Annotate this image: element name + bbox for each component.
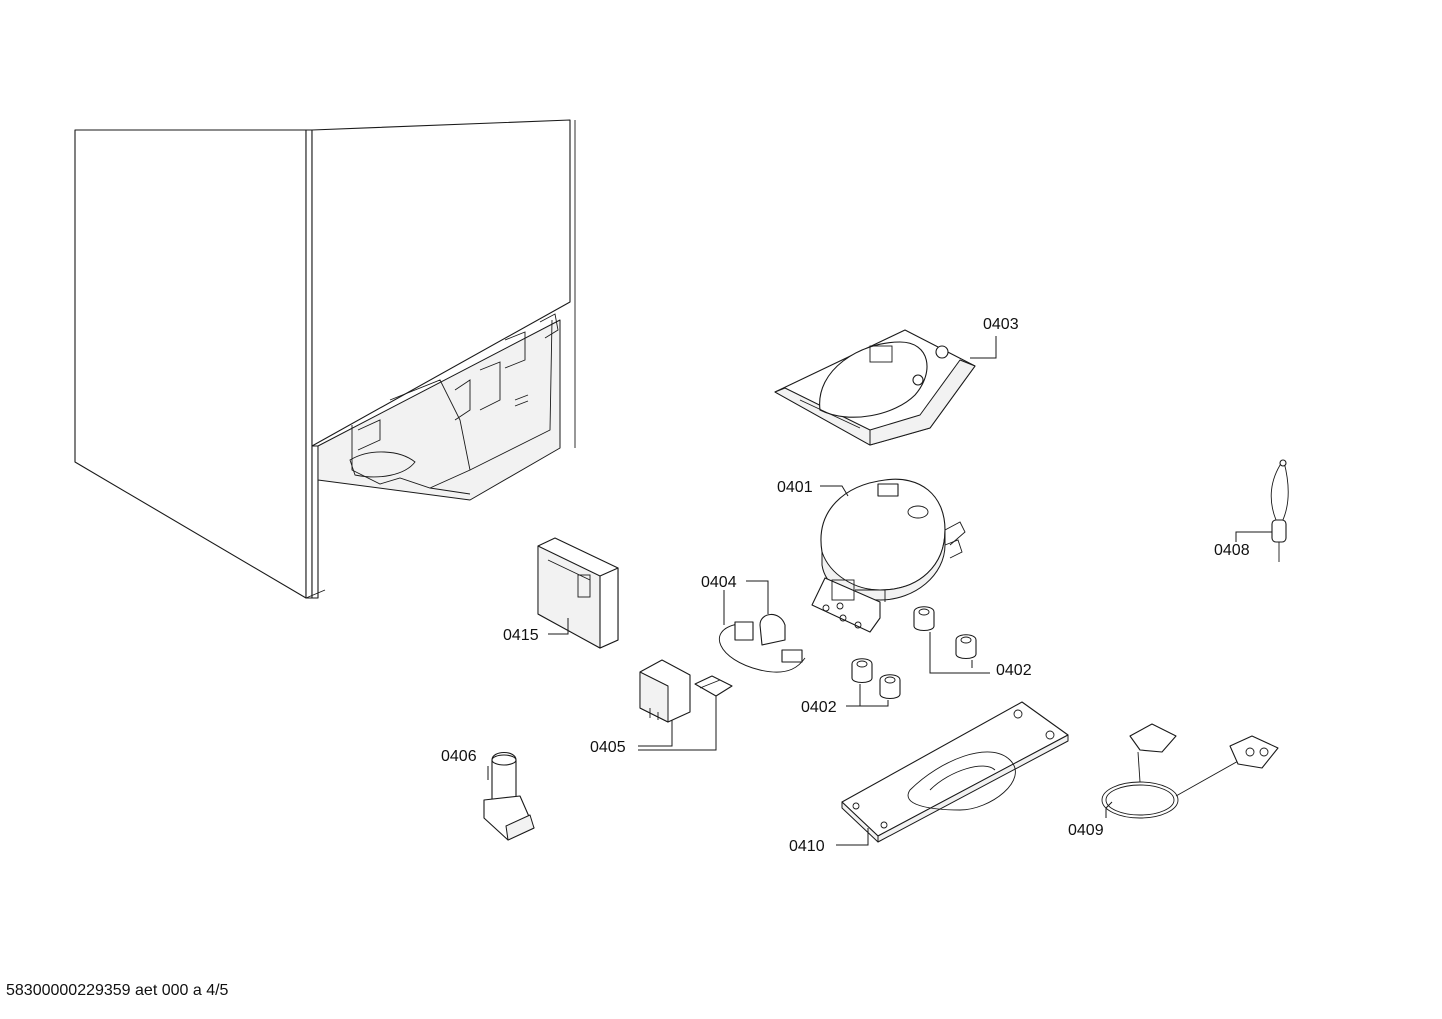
label-0410: 0410 <box>789 838 825 855</box>
label-0403: 0403 <box>983 316 1019 333</box>
leader-0402b <box>846 700 889 707</box>
leader-0404b <box>746 580 769 614</box>
part-0409-power-cord <box>1101 723 1279 819</box>
part-0410-base-plate <box>841 701 1069 843</box>
label-0408: 0408 <box>1214 542 1250 559</box>
part-0404-relay <box>718 613 806 673</box>
label-0405: 0405 <box>590 739 626 756</box>
leader-0403 <box>970 336 997 359</box>
label-0409: 0409 <box>1068 822 1104 839</box>
appliance-cabinet <box>74 119 576 599</box>
label-0404: 0404 <box>701 574 737 591</box>
document-footer-id: 58300000229359 aet 000 a 4/5 <box>6 982 229 999</box>
leader-0409 <box>1105 801 1113 818</box>
label-0406: 0406 <box>441 748 477 765</box>
part-0405-relay-cover <box>639 659 733 723</box>
label-0415: 0415 <box>503 627 539 644</box>
leader-0410 <box>836 828 869 846</box>
leader-0401 <box>820 485 849 497</box>
leader-0405 <box>638 720 673 747</box>
label-0402-left: 0402 <box>801 699 837 716</box>
part-0408-sensor <box>1270 459 1289 562</box>
part-0406-drain-part <box>483 751 535 841</box>
part-0415-control-module <box>537 537 619 649</box>
label-0402-right: 0402 <box>996 662 1032 679</box>
part-0401-compressor <box>811 478 966 633</box>
part-0402-grommets <box>851 606 977 700</box>
part-0403-cover-tray <box>774 329 976 446</box>
leader-0405b <box>638 696 717 751</box>
leader-0402a <box>929 632 990 674</box>
label-0401: 0401 <box>777 479 813 496</box>
leader-0415 <box>548 618 569 635</box>
leader-0408 <box>1235 531 1272 542</box>
